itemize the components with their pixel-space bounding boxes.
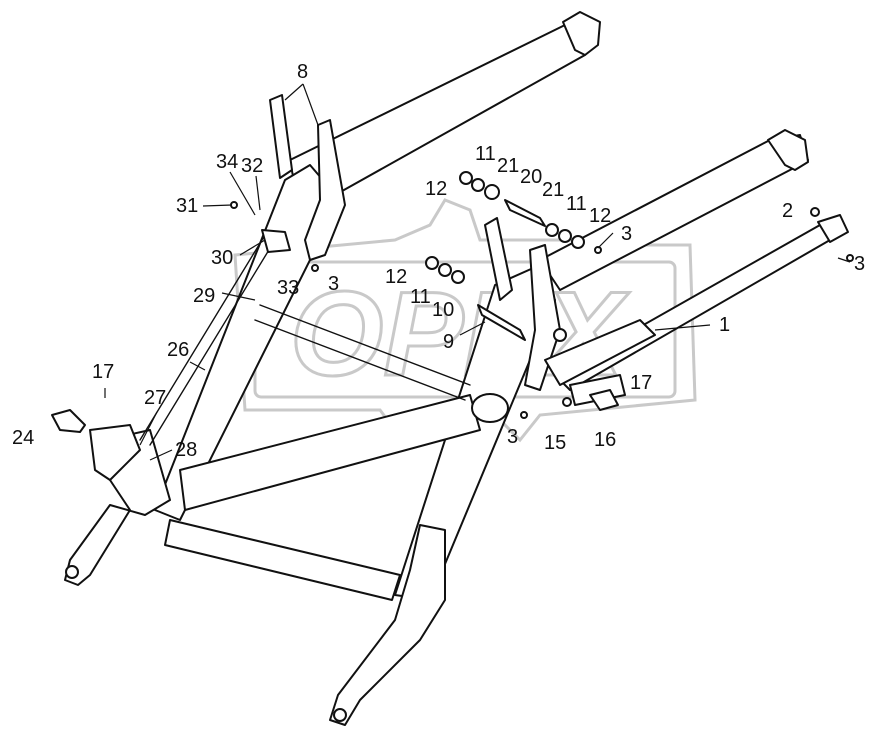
part-label-28: 28: [175, 439, 197, 461]
cylinder-rod-end: [817, 214, 849, 243]
part-label-3: 3: [328, 273, 339, 295]
part-label-11: 11: [475, 143, 496, 165]
grease-nipple-upper: [594, 246, 602, 254]
hitch-pin-24: [51, 409, 86, 433]
part-label-3: 3: [854, 253, 865, 275]
leader-lines: [104, 83, 851, 461]
part-label-11: 11: [410, 286, 431, 308]
pin-stack-upper: [459, 171, 585, 249]
part-label-32: 32: [241, 155, 263, 177]
part-label-26: 26: [167, 339, 189, 361]
part-label-34: 34: [216, 151, 238, 173]
washer-15: [562, 397, 572, 407]
part-label-20: 20: [520, 166, 542, 188]
part-label-17: 17: [630, 372, 652, 394]
part-label-21: 21: [497, 155, 519, 177]
pin-2: [810, 207, 820, 217]
part-label-17: 17: [92, 361, 114, 383]
part-label-16: 16: [594, 429, 616, 451]
part-label-27: 27: [144, 387, 166, 409]
left-mast: [154, 164, 341, 521]
part-label-30: 30: [211, 247, 233, 269]
part-label-12: 12: [385, 266, 407, 288]
left-bracket-plate-8a: [269, 94, 293, 179]
loader-frame: [51, 11, 854, 726]
left-bracket-plate-8b: [304, 119, 346, 261]
right-foot-eye: [333, 708, 347, 722]
part-label-24: 24: [12, 427, 34, 449]
right-boom-arm-tip: [767, 129, 809, 171]
left-boom-arm-tip: [562, 11, 601, 56]
part-label-29: 29: [193, 285, 215, 307]
cylinder-link-plate: [544, 319, 656, 386]
part-label-3: 3: [621, 223, 632, 245]
locking-bracket: [89, 424, 141, 481]
part-label-11: 11: [566, 193, 587, 215]
grease-nipple-right: [520, 411, 528, 419]
grease-nipple-left: [311, 264, 319, 272]
right-bracket-plate-a: [484, 217, 513, 301]
right-bracket-plate-b: [524, 244, 561, 391]
part-label-31: 31: [176, 195, 198, 217]
part-label-2: 2: [782, 200, 793, 222]
rod-clamp-30: [261, 229, 291, 253]
control-rod: [139, 234, 266, 441]
part-label-12: 12: [425, 178, 447, 200]
pivot-bushing: [471, 393, 509, 423]
part-label-21: 21: [542, 179, 564, 201]
part-label-1: 1: [719, 314, 730, 336]
part-label-10: 10: [432, 299, 454, 321]
part-label-33: 33: [277, 277, 299, 299]
part-label-15: 15: [544, 432, 566, 454]
lock-pin-16: [589, 389, 619, 411]
part-label-12: 12: [589, 205, 611, 227]
right-foot-bracket: [329, 524, 446, 726]
lower-cross-beam: [179, 394, 481, 511]
part-label-8: 8: [297, 61, 308, 83]
grease-nipple-cylinder: [846, 254, 854, 262]
pin-stack-lower: [425, 256, 567, 342]
part-label-9: 9: [443, 331, 454, 353]
left-foot-eye: [65, 565, 79, 579]
watermark-gear-outline: [233, 198, 697, 443]
mid-tie-tube: [259, 304, 471, 386]
bottom-cross-member: [164, 519, 401, 601]
part-label-3: 3: [507, 426, 518, 448]
